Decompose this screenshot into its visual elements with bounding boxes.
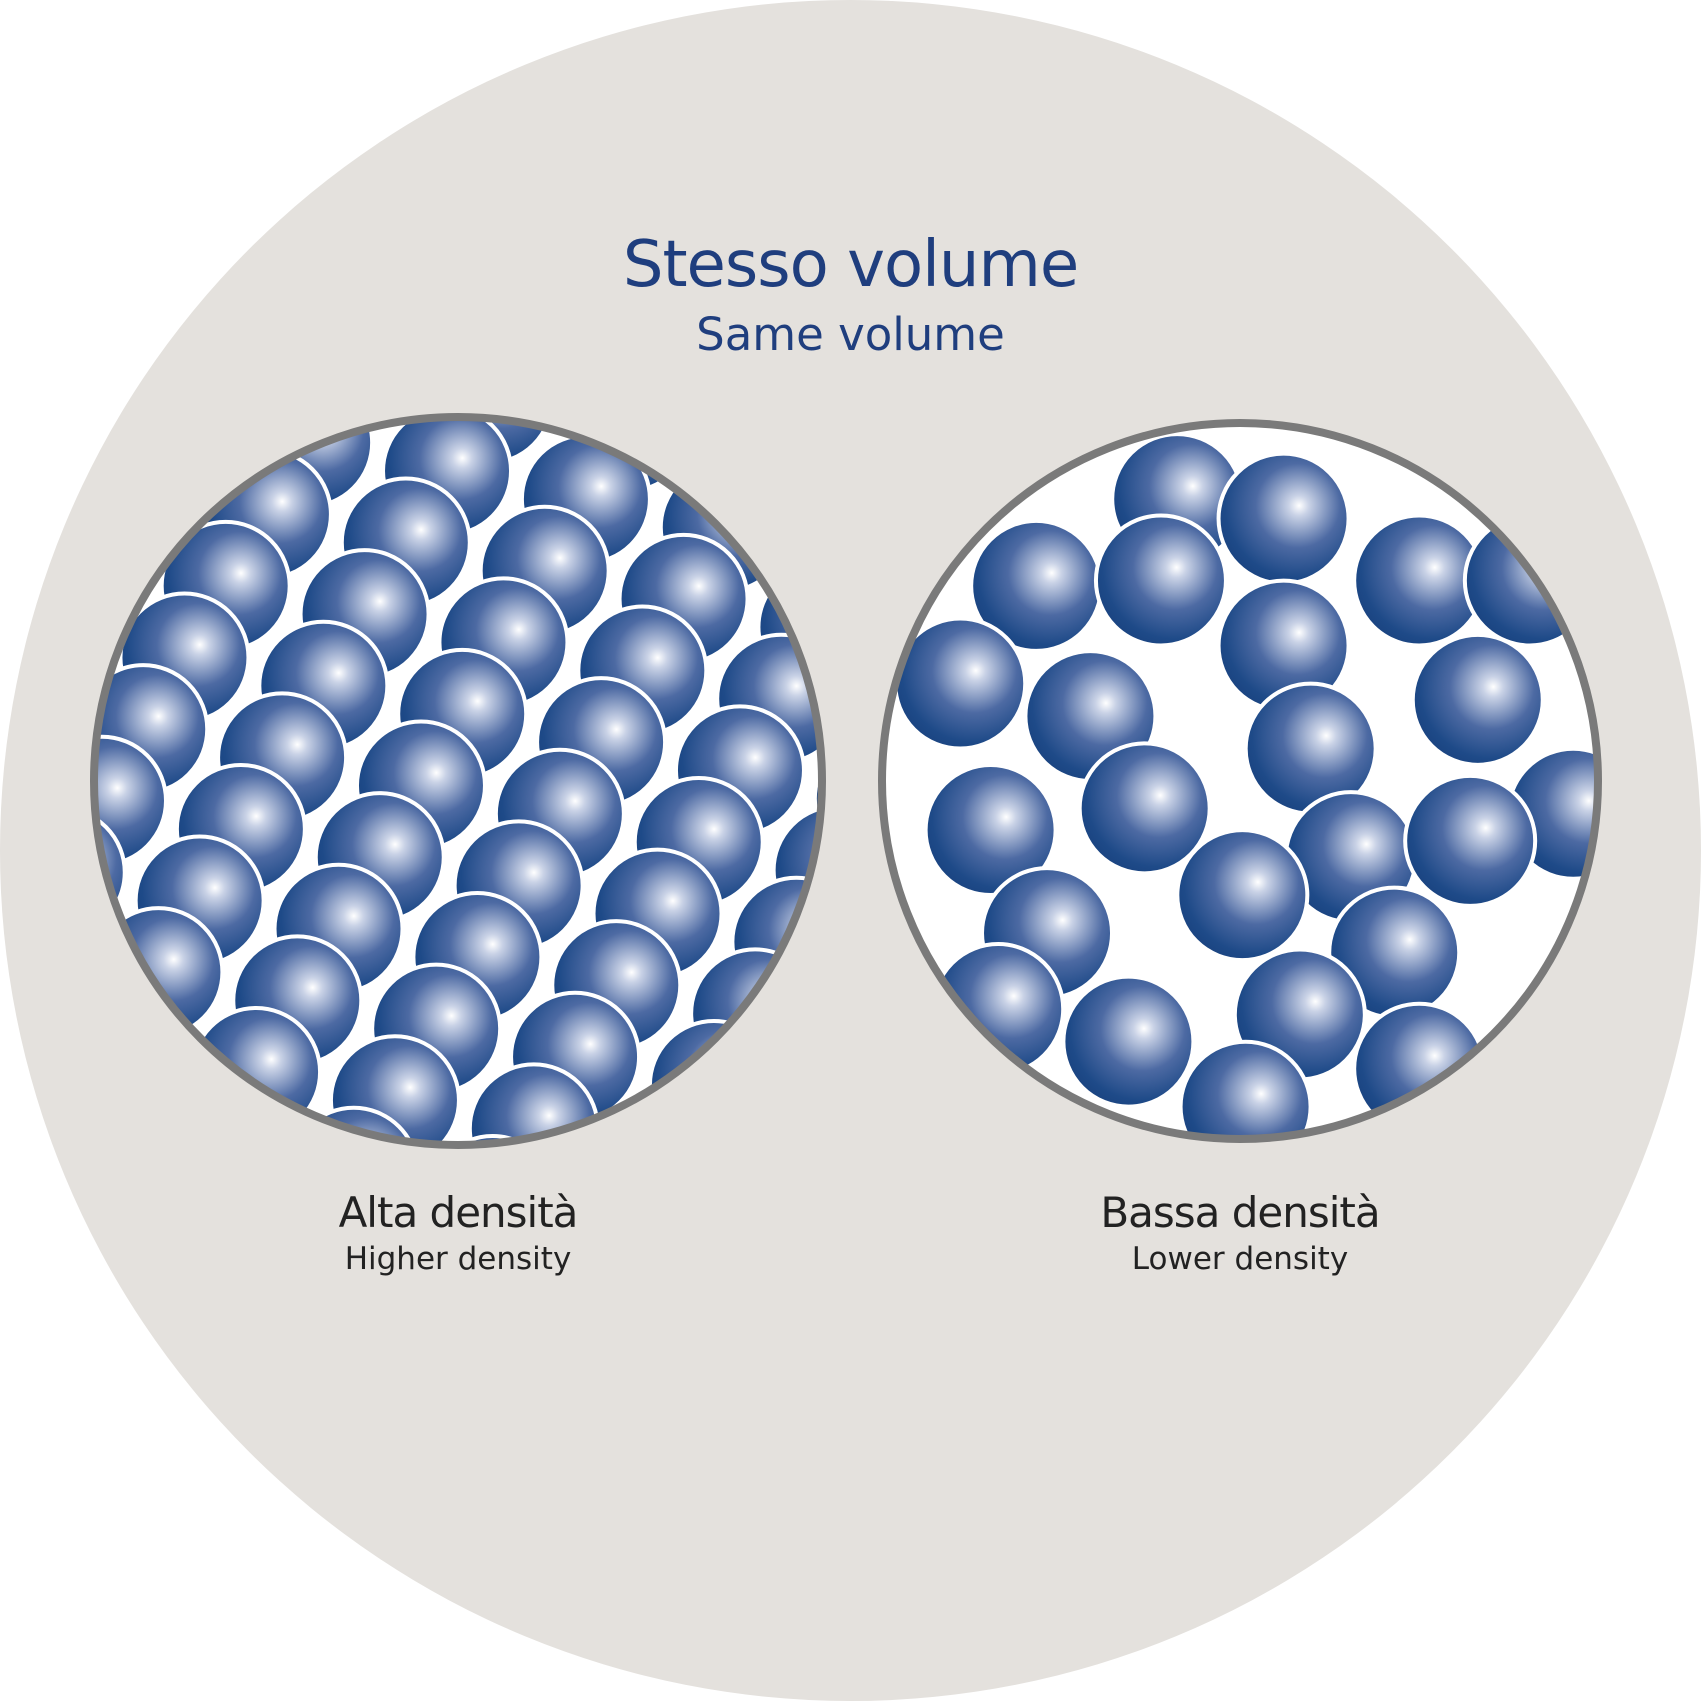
particle (426, 1134, 559, 1143)
particle (1061, 974, 1196, 1109)
low-density-rim (878, 419, 1602, 1143)
particle (96, 806, 127, 939)
particle (1178, 1039, 1313, 1137)
particle (931, 942, 1066, 1077)
particle (1462, 513, 1596, 648)
particle (1175, 828, 1310, 963)
low-density-subtitle: Lower density (1131, 1241, 1349, 1277)
low-density-label: Bassa densità Lower density (990, 1188, 1490, 1277)
high-density-particles (96, 419, 820, 1143)
particle (1403, 773, 1538, 908)
particle (923, 763, 1058, 898)
high-density-subtitle: Higher density (344, 1241, 572, 1277)
diagram-title: Stesso volume (622, 228, 1079, 302)
particle (812, 732, 820, 865)
particle (283, 419, 416, 438)
high-density-title: Alta densità (338, 1188, 579, 1237)
particle (1410, 632, 1545, 767)
high-density-rim (90, 413, 826, 1149)
particle (1093, 513, 1228, 648)
particle (1077, 741, 1212, 876)
particle (1216, 451, 1351, 586)
low-density-title: Bassa densità (1100, 1188, 1380, 1237)
particle (96, 906, 225, 1039)
high-density-label: Alta densità Higher density (208, 1188, 708, 1277)
particle (190, 1005, 323, 1138)
particle (689, 947, 820, 1080)
diagram-subtitle: Same volume (696, 308, 1005, 361)
